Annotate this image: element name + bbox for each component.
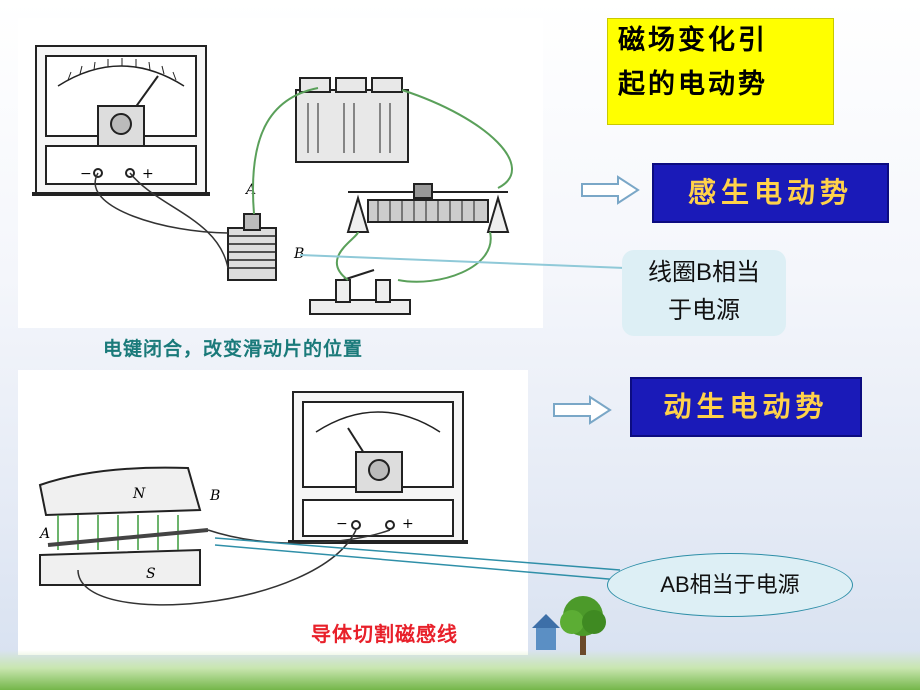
label-n: N <box>132 486 146 502</box>
rheostat <box>346 183 510 233</box>
callout-coil-b-line2: 于电源 <box>668 297 740 324</box>
callout-ab: AB相当于电源 <box>607 553 853 617</box>
right-arrow-icon <box>581 175 640 205</box>
label-s: S <box>146 566 156 582</box>
coil <box>227 213 277 281</box>
conductor-ab <box>47 528 209 547</box>
battery <box>295 77 409 163</box>
callout-coil-b-line1: 线圈B相当 <box>647 259 760 286</box>
galvanometer-top <box>32 45 210 196</box>
switch-key <box>309 269 411 315</box>
callout-coil-b: 线圈B相当 于电源 <box>622 250 786 336</box>
label-induced-emf: 感生电动势 <box>652 163 889 223</box>
label-b-bottom: B <box>209 488 220 504</box>
magnet-n <box>38 466 202 517</box>
tree-icon <box>532 596 606 655</box>
caption-bottom: 导体切割磁感线 <box>311 622 458 646</box>
right-arrow-icon <box>553 395 612 425</box>
caption-top: 电键闭合，改变滑动片的位置 <box>103 338 364 360</box>
title-line-2: 起的电动势 <box>618 69 768 100</box>
title-line-1: 磁场变化引 <box>618 25 768 56</box>
wires <box>252 87 513 283</box>
galvanometer-bottom <box>288 391 468 544</box>
label-motional-emf: 动生电动势 <box>630 377 862 437</box>
label-b-top: B <box>293 246 304 262</box>
meter-plus-bottom: + <box>402 516 414 532</box>
label-a-bottom: A <box>38 526 50 542</box>
magnet-s <box>39 548 201 586</box>
title-box: 磁场变化引 起的电动势 <box>607 18 834 125</box>
meter-minus-top: − <box>80 166 92 182</box>
grass-strip <box>0 650 920 690</box>
induced-emf-apparatus: − + A B <box>32 45 513 315</box>
meter-minus-bottom: − <box>336 516 348 532</box>
motional-emf-apparatus: N S A B − + <box>38 391 468 606</box>
meter-plus-top: + <box>142 166 154 182</box>
